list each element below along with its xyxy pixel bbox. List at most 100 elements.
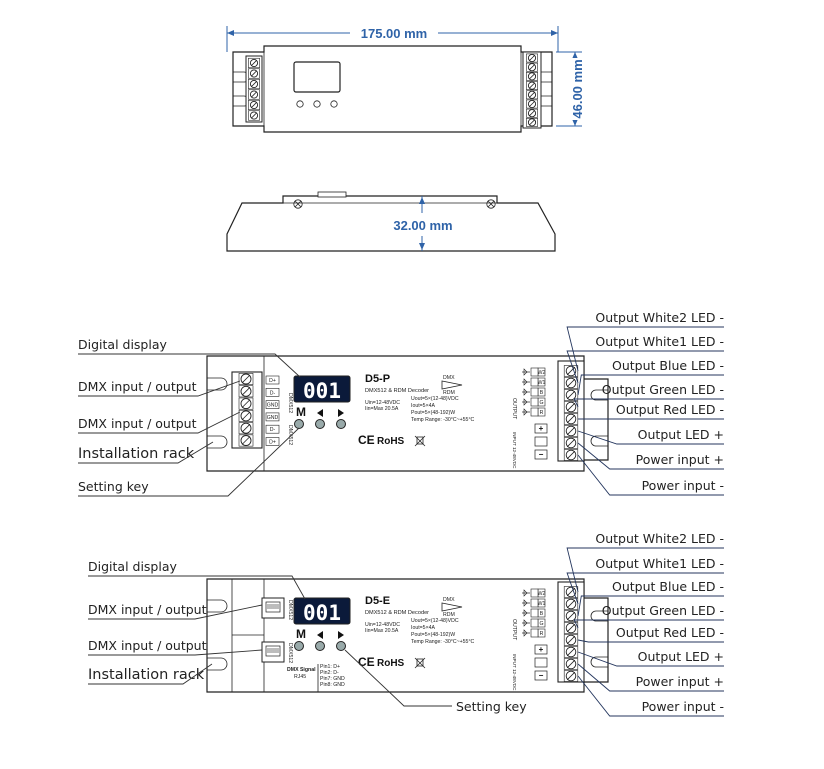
d5p-model: D5-P	[365, 373, 390, 385]
d5e-pin-2: Pin2: D-	[320, 670, 339, 676]
d5p-channel-r: R	[540, 410, 544, 416]
d5e-right-arrow-icon	[338, 631, 344, 639]
svg-text:DMX: DMX	[443, 597, 455, 603]
d5e-dmx-label-1: DMX512	[287, 600, 293, 620]
d5e-left-callouts: Digital display DMX input / output DMX i…	[88, 559, 527, 714]
d5p-terminal-label-5: D-	[270, 427, 276, 433]
d5e-right-label-3: Output Blue LED -	[612, 579, 724, 594]
d5e-right-label-4: Output Green LED -	[602, 603, 724, 618]
d5p-left-arrow-icon	[317, 409, 323, 417]
d5p-key-m[interactable]	[294, 419, 304, 429]
d5e-spec-r4: Temp Range: -30°C~+55°C	[411, 639, 475, 645]
length-dimension: 175.00 mm	[361, 26, 428, 41]
d5p-terminal-label-6: D+	[269, 440, 276, 446]
d5p-spec-r4: Temp Range: -30°C~+55°C	[411, 417, 475, 423]
d5e-dmx-label-2: DMX512	[287, 643, 293, 663]
d5e-minus-symbol: −	[539, 671, 544, 680]
d5e-right-callouts: Output White2 LED - Output White1 LED - Ou…	[566, 531, 724, 717]
d5e-right-label-1: Output White2 LED -	[595, 531, 724, 546]
d5e-model: D5-E	[365, 595, 390, 607]
d5e-label-setting-key: Setting key	[456, 699, 527, 714]
d5e-spec-l1: Uin=12-48VDC	[365, 622, 400, 628]
top-view: 175.00 mm 46.00 mm	[226, 24, 585, 133]
d5e-key-m[interactable]	[294, 641, 304, 651]
d5e-pin-1: Pin1: D+	[320, 664, 340, 670]
d5e-rohs-mark: RoHS	[377, 658, 405, 669]
d5e-mode-key-label: M	[296, 627, 306, 641]
d5p-label-digital-display: Digital display	[78, 337, 168, 352]
d5p-label-dmx-2: DMX input / output	[78, 416, 197, 431]
d5p-label-setting-key: Setting key	[78, 479, 149, 494]
d5p-label-installation-rack: Installation rack	[78, 446, 195, 462]
d5p-spec-l1: Uin=12-48VDC	[365, 400, 400, 406]
d5e-ce-mark: CE	[358, 655, 375, 669]
d5e-channel-r: R	[540, 631, 544, 637]
d5p-channel-g: G	[539, 400, 543, 406]
d5p-label-dmx-1: DMX input / output	[78, 379, 197, 394]
d5e-right-label-8: Power input -	[642, 699, 724, 714]
d5p-key-down[interactable]	[315, 419, 325, 429]
d5p-right-label-2: Output White1 LED -	[595, 334, 724, 349]
d5e-output-title: OUTPUT	[511, 619, 517, 641]
d5p-terminal-label-1: D+	[269, 378, 276, 384]
d5p-input-label: INPUT 12-48VDC	[512, 432, 517, 469]
d5e-subtitle: DMX512 & RDM Decoder	[365, 610, 429, 616]
d5e-channel-b: B	[540, 611, 544, 617]
d5p-key-up[interactable]	[336, 419, 346, 429]
d5p-dmx-label-1: DMX512	[287, 393, 293, 413]
d5p-digital-display	[293, 375, 351, 403]
d5p-right-callouts: Output White2 LED -Output White1 LED -Ou…	[566, 310, 724, 496]
d5e-label-digital-display: Digital display	[88, 559, 178, 574]
d5p-terminal-label-3: GND	[267, 403, 279, 409]
d5e-label-dmx-1: DMX input / output	[88, 602, 207, 617]
d5e-right-label-2: Output White1 LED -	[595, 556, 724, 571]
d5p-dmx-label-2: DMX512	[287, 425, 293, 445]
d5e-dmx-rdm-logo: DMX RDM	[441, 597, 463, 618]
d5e-input-label: INPUT 12-48VDC	[512, 654, 517, 691]
d5p-channel-w2: W2	[538, 370, 546, 376]
d5p-dmx-rdm-logo: DMX RDM	[441, 375, 463, 396]
d5p-mode-key-label: M	[296, 405, 306, 419]
d5e-rj45-port-bottom[interactable]	[261, 641, 285, 663]
d5p-right-label-7: Power input +	[636, 452, 724, 467]
d5e-channel-w2: W2	[538, 591, 546, 597]
svg-text:DMX: DMX	[443, 375, 455, 381]
svg-text:RDM: RDM	[443, 612, 455, 618]
d5p-terminal-label-2: D-	[270, 390, 276, 396]
d5p-spec-r3: Pout=5×(48-192)W	[411, 410, 455, 416]
d5e-rj45-port-top[interactable]	[261, 597, 285, 619]
d5p-right-label-4: Output Green LED -	[602, 382, 724, 397]
d5p-terminal-label-4: GND	[267, 415, 279, 421]
d5e-plus-symbol: +	[539, 645, 544, 654]
d5e-key-up[interactable]	[336, 641, 346, 651]
d5p-channel-w1: W1	[538, 380, 546, 386]
d5e-spec-l2: Iin=Max 20.5A	[365, 628, 399, 634]
d5p-channel-b: B	[540, 390, 544, 396]
d5e-spec-r3: Pout=5×(48-192)W	[411, 632, 455, 638]
d5p-plus-symbol: +	[539, 424, 544, 433]
d5e-spec-r2: Iout=5×4A	[411, 625, 435, 631]
d5e-pin-7: Pin7: GND	[320, 676, 345, 682]
d5p-left-callouts: Digital display DMX input / output DMX i…	[78, 337, 301, 497]
d5e-key-down[interactable]	[315, 641, 325, 651]
d5e-rj45-title: DMX Signal	[287, 667, 316, 673]
d5e-display-value: 001	[303, 601, 341, 625]
svg-text:RDM: RDM	[443, 390, 455, 396]
width-dimension: 46.00 mm	[570, 59, 585, 118]
d5e-channel-w1: W1	[538, 601, 546, 607]
d5e-right-label-7: Power input +	[636, 674, 724, 689]
d5p-right-label-6: Output LED +	[638, 427, 724, 442]
d5p-minus-symbol: −	[539, 450, 544, 459]
d5p-spec-l2: Iin=Max 20.5A	[365, 406, 399, 412]
d5p-spec-r2: Iout=5×4A	[411, 403, 435, 409]
d5e-right-label-5: Output Red LED -	[616, 625, 724, 640]
height-dimension: 32.00 mm	[393, 218, 452, 233]
d5e-digital-display	[293, 597, 351, 625]
side-view: 32.00 mm	[226, 191, 556, 252]
d5p-right-arrow-icon	[338, 409, 344, 417]
d5p-weee-icon	[414, 435, 426, 447]
d5p-right-label-3: Output Blue LED -	[612, 358, 724, 373]
d5p-display-value: 001	[303, 379, 341, 403]
